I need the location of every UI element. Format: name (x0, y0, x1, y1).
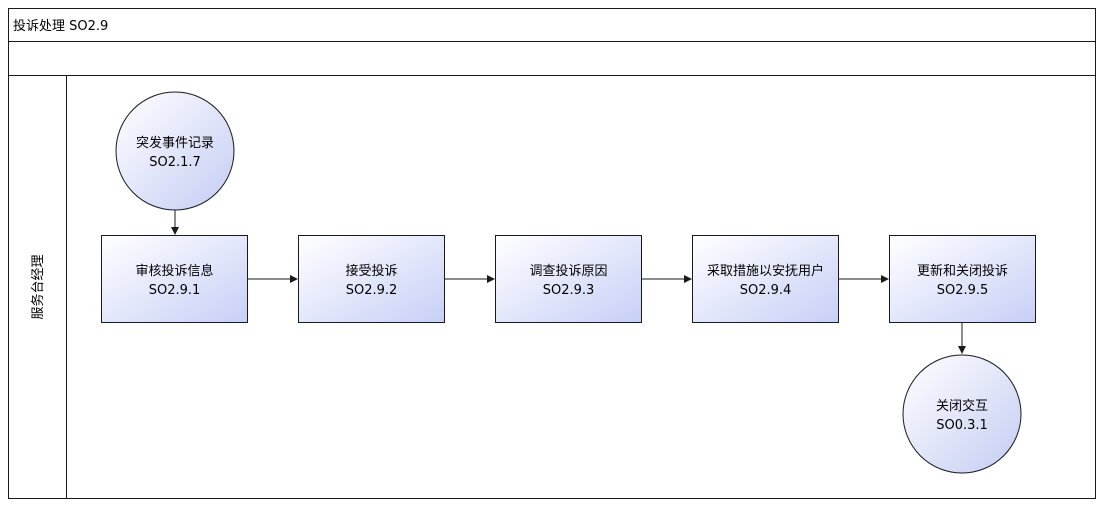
process-step-1-box (101, 235, 248, 323)
start-event-code: SO2.1.7 (149, 155, 201, 170)
end-event: 关闭交互 SO0.3.1 (902, 354, 1022, 474)
start-event-circle (115, 91, 235, 211)
start-event: 突发事件记录 SO2.1.7 (115, 91, 235, 211)
process-step-1: 审核投诉信息 SO2.9.1 (101, 235, 248, 323)
process-step-3: 调查投诉原因 SO2.9.3 (495, 235, 642, 323)
process-step-5-box (889, 235, 1036, 323)
end-event-code: SO0.3.1 (936, 418, 988, 433)
start-event-label: 突发事件记录 (136, 135, 214, 151)
lane-label: 服务台经理 (30, 254, 46, 319)
process-step-2-box (298, 235, 445, 323)
process-step-4: 采取措施以安抚用户 SO2.9.4 (692, 235, 839, 323)
diagram-frame (8, 8, 1096, 499)
process-step-3-label: 调查投诉原因 (529, 263, 607, 279)
process-step-4-code: SO2.9.4 (740, 283, 792, 298)
process-step-2-label: 接受投诉 (345, 263, 397, 279)
process-step-5: 更新和关闭投诉 SO2.9.5 (889, 235, 1036, 323)
process-step-4-box (692, 235, 839, 323)
process-step-4-label: 采取措施以安抚用户 (707, 263, 824, 279)
end-event-label: 关闭交互 (936, 398, 988, 414)
process-step-1-code: SO2.9.1 (149, 283, 201, 298)
process-step-3-box (495, 235, 642, 323)
process-step-5-label: 更新和关闭投诉 (917, 263, 1008, 279)
process-step-3-code: SO2.9.3 (543, 283, 595, 298)
process-step-2: 接受投诉 SO2.9.2 (298, 235, 445, 323)
diagram-title: 投诉处理 SO2.9 (13, 18, 108, 34)
process-step-5-code: SO2.9.5 (937, 283, 989, 298)
end-event-circle (902, 354, 1022, 474)
process-step-2-code: SO2.9.2 (346, 283, 398, 298)
process-step-1-label: 审核投诉信息 (135, 263, 213, 279)
